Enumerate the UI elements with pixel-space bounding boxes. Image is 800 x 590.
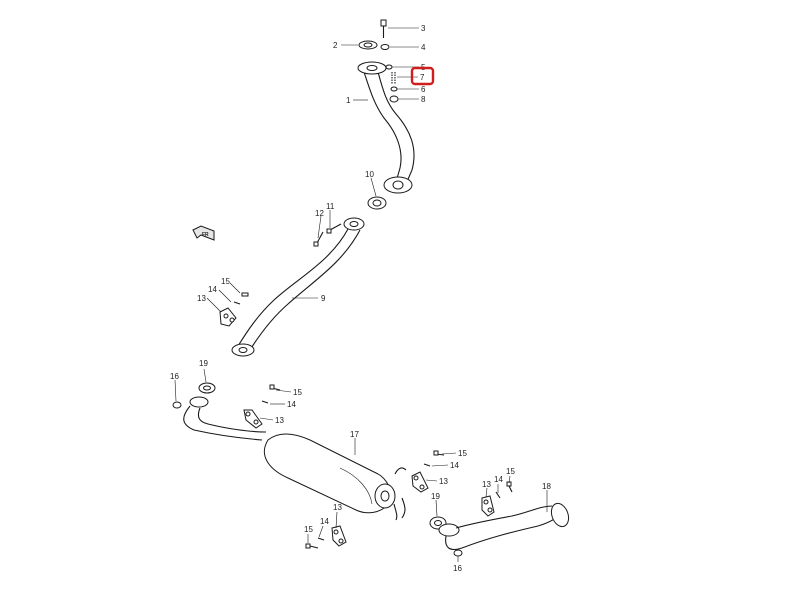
washer-part-6 bbox=[390, 86, 398, 92]
nut-part-4 bbox=[380, 44, 390, 50]
hanger-group-a bbox=[219, 292, 249, 327]
callout-labels: 3 2 4 5 7 6 8 1 10 11 12 9 15 14 13 19 1… bbox=[170, 24, 551, 573]
nut-part-16-left bbox=[172, 401, 182, 409]
stud-part-7 bbox=[391, 72, 396, 84]
callout-2: 2 bbox=[333, 41, 338, 50]
callout-19-b: 19 bbox=[431, 492, 440, 501]
callout-14-d: 14 bbox=[320, 517, 329, 526]
callout-16-b: 16 bbox=[453, 564, 462, 573]
callout-16-a: 16 bbox=[170, 372, 179, 381]
front-pipe-part-1 bbox=[357, 61, 415, 194]
hanger-group-d bbox=[305, 525, 347, 549]
callout-1: 1 bbox=[346, 96, 351, 105]
gasket-part-10 bbox=[367, 196, 387, 210]
gasket-part-19-left bbox=[198, 382, 216, 394]
bolt-part-12 bbox=[313, 231, 324, 247]
center-pipe-part-9 bbox=[231, 217, 365, 357]
callout-3: 3 bbox=[421, 24, 426, 33]
gasket-part-2 bbox=[358, 40, 378, 50]
callout-15-e: 15 bbox=[506, 467, 515, 476]
callout-13-a: 13 bbox=[197, 294, 206, 303]
tail-pipe-part-18 bbox=[438, 502, 570, 551]
callout-13-b: 13 bbox=[275, 416, 284, 425]
nut-part-5 bbox=[385, 64, 393, 70]
callout-19-a: 19 bbox=[199, 359, 208, 368]
hanger-group-e bbox=[481, 481, 513, 517]
callout-15-a: 15 bbox=[221, 277, 230, 286]
callout-15-c: 15 bbox=[458, 449, 467, 458]
bolt-part-11 bbox=[326, 223, 342, 234]
front-direction-arrow: FR bbox=[192, 225, 215, 241]
callout-14-c: 14 bbox=[450, 461, 459, 470]
front-arrow-label: FR bbox=[202, 232, 209, 238]
nut-part-16-right bbox=[453, 549, 463, 557]
muffler-part-17 bbox=[263, 433, 407, 521]
stud-part-3 bbox=[380, 19, 387, 38]
callout-9: 9 bbox=[321, 294, 326, 303]
muffler-intake-pipe bbox=[183, 396, 267, 441]
callout-15-b: 15 bbox=[293, 388, 302, 397]
callout-12: 12 bbox=[315, 209, 324, 218]
nut-part-8 bbox=[389, 95, 399, 103]
callout-8: 8 bbox=[421, 95, 426, 104]
hanger-group-c bbox=[411, 450, 445, 493]
hanger-group-b bbox=[243, 384, 281, 429]
callout-14-b: 14 bbox=[287, 400, 296, 409]
callout-18: 18 bbox=[542, 482, 551, 491]
callout-10: 10 bbox=[365, 170, 374, 179]
callout-17: 17 bbox=[350, 430, 359, 439]
highlight-box-part-7[interactable] bbox=[410, 66, 435, 86]
callout-15-d: 15 bbox=[304, 525, 313, 534]
callout-14-a: 14 bbox=[208, 285, 217, 294]
callout-13-c: 13 bbox=[439, 477, 448, 486]
callout-13-e: 13 bbox=[482, 480, 491, 489]
callout-7: 7 bbox=[420, 73, 425, 82]
callout-6: 6 bbox=[421, 85, 426, 94]
callout-14-e: 14 bbox=[494, 475, 503, 484]
leader-lines bbox=[174, 27, 548, 562]
callout-13-d: 13 bbox=[333, 503, 342, 512]
callout-4: 4 bbox=[421, 43, 426, 52]
callout-11: 11 bbox=[326, 202, 335, 211]
